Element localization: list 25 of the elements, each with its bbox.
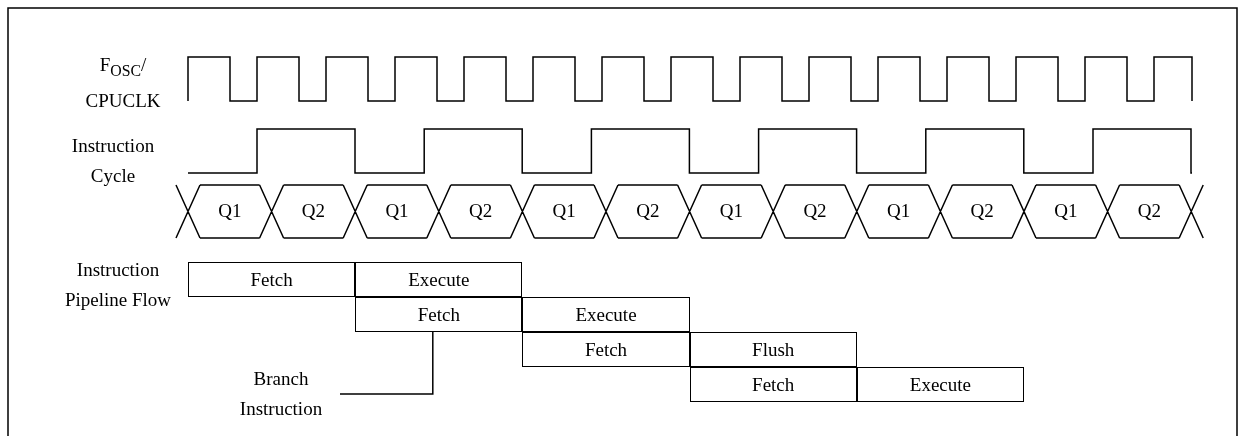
state-label: Q2 (300, 199, 326, 223)
pipeline-stage-box: Fetch (188, 262, 356, 297)
pipeline-stage-box: Fetch (355, 297, 523, 332)
leader-line (339, 331, 434, 395)
state-label: Q1 (1053, 199, 1079, 223)
state-label: Q1 (384, 199, 410, 223)
state-label: Q1 (217, 199, 243, 223)
state-label: Q2 (1136, 199, 1162, 223)
signal-label: Instruction Pipeline Flow (63, 258, 173, 312)
state-label: Q2 (467, 199, 494, 223)
pipeline-stage-box: Fetch (522, 332, 690, 367)
state-label: Q2 (802, 199, 828, 223)
pipeline-stage-box: Fetch (689, 367, 857, 402)
signal-label: Instruction Cycle (70, 134, 156, 188)
signal-label: F$_{OSC}$/ CPUCLK (84, 53, 162, 113)
annotation-text: Branch Instruction (226, 364, 336, 424)
pipeline-stage-box: Execute (856, 367, 1024, 402)
pipeline-stage-box: Execute (522, 297, 690, 332)
pipeline-stage-box: Flush (689, 332, 857, 367)
pipeline-stage-box: Execute (355, 262, 523, 297)
state-label: Q2 (969, 199, 995, 223)
state-label: Q1 (718, 199, 744, 223)
state-label: Q2 (635, 199, 661, 223)
state-label: Q1 (551, 199, 577, 223)
state-label: Q1 (885, 199, 912, 223)
